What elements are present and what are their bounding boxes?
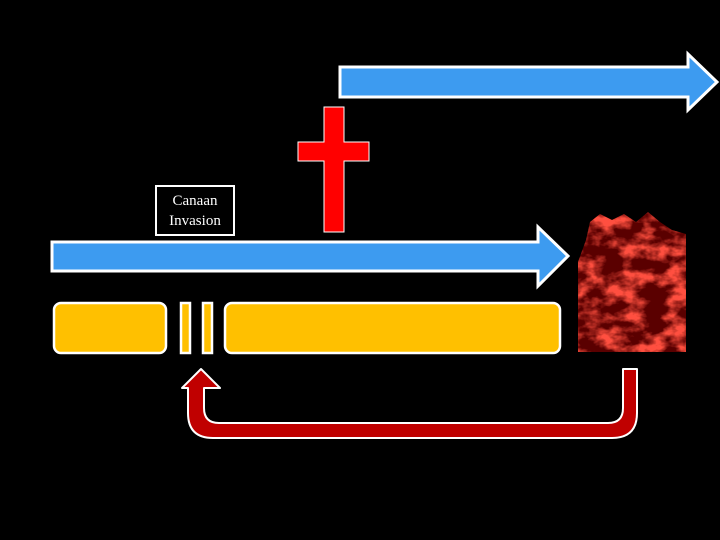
gold-bar-segment-right [223,301,562,355]
gold-bar-segment-left [52,301,168,355]
cross-icon [297,106,370,233]
gold-bar-sliver-2 [201,301,214,355]
label-line-1: Canaan [172,193,218,209]
lower-blue-arrow [50,223,571,290]
return-arrow [181,368,638,439]
gold-bar-sliver-1 [179,301,192,355]
gold-timeline-bar [52,301,562,355]
canaan-invasion-label: Canaan Invasion [154,184,236,237]
upper-blue-arrow [338,50,720,114]
fire-image [578,212,686,352]
label-line-2: Invasion [169,213,221,229]
